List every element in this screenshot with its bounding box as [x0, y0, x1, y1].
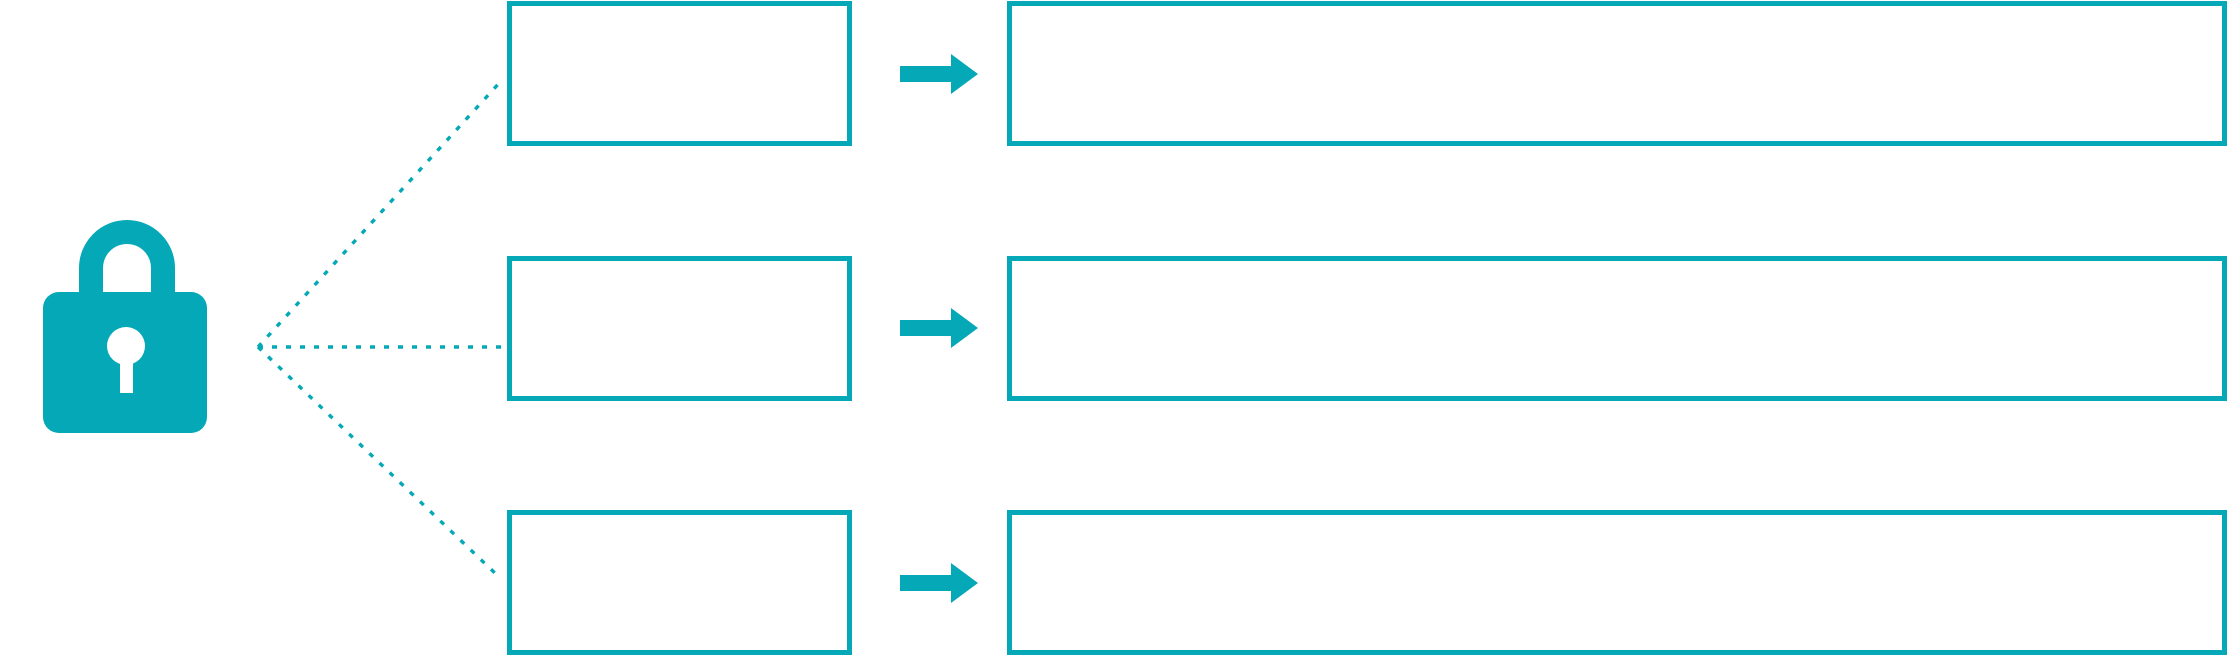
- dotted-connector-bottom: [256, 345, 499, 577]
- dotted-connector-top: [256, 78, 504, 349]
- right-arrow-icon: [900, 54, 978, 94]
- source-box-2: [507, 256, 852, 401]
- keyhole-stem: [120, 346, 133, 393]
- source-box-3: [507, 510, 852, 655]
- target-box-3: [1007, 510, 2227, 655]
- target-box-2: [1007, 256, 2227, 401]
- lock-shackle: [79, 220, 175, 300]
- lock-icon: [43, 220, 207, 433]
- right-arrow-icon: [900, 308, 978, 348]
- dotted-connectors: [256, 78, 504, 577]
- source-box-1: [507, 1, 852, 146]
- target-box-1: [1007, 1, 2227, 146]
- right-arrow-icon: [900, 563, 978, 603]
